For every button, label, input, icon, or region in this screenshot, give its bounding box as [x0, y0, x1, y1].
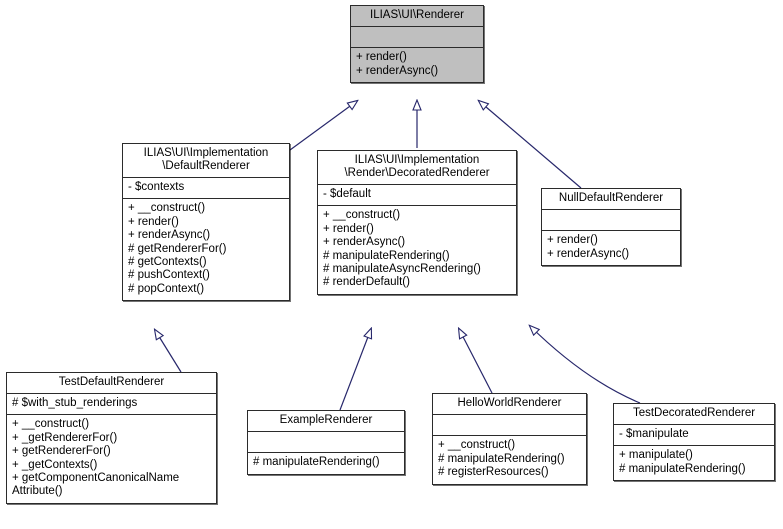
- operation-row: # registerResources(): [438, 466, 549, 479]
- operation-row: # manipulateAsyncRendering(): [323, 263, 481, 276]
- class-title: HelloWorldRenderer: [457, 397, 562, 409]
- operation-row: + render(): [128, 215, 179, 228]
- attribute-row: - $default: [323, 188, 371, 200]
- class-operations: + __construct() + _getRendererFor() + ge…: [7, 415, 216, 502]
- operation-row: # manipulateRendering(): [619, 462, 746, 475]
- operation-row: # renderDefault(): [323, 276, 410, 289]
- class-node-default-renderer[interactable]: ILIAS\UI\Implementation \DefaultRenderer…: [122, 143, 290, 302]
- class-attributes: [542, 210, 680, 230]
- class-title: ExampleRenderer: [279, 414, 373, 426]
- operation-row: + getRendererFor(): [12, 445, 111, 458]
- operation-row: + _getRendererFor(): [12, 431, 118, 444]
- operation-row: # pushContext(): [128, 269, 210, 282]
- class-attributes: [351, 27, 483, 48]
- class-attributes: [433, 415, 586, 435]
- operation-row: + manipulate(): [619, 449, 693, 462]
- class-title: ILIAS\UI\Implementation \DefaultRenderer: [143, 147, 269, 172]
- class-node-test-decorated-renderer[interactable]: TestDecoratedRenderer - $manipulate + ma…: [613, 403, 775, 482]
- operation-row: + renderAsync(): [547, 247, 630, 260]
- class-attributes: # $with_stub_renderings: [7, 394, 216, 414]
- operation-row: + render(): [323, 222, 374, 235]
- class-title: NullDefaultRenderer: [558, 192, 664, 204]
- attribute-row: [253, 435, 399, 448]
- class-attributes: [248, 432, 404, 452]
- operation-row: # popContext(): [128, 282, 205, 295]
- operation-row: # manipulateRendering(): [253, 456, 380, 469]
- class-node-example-renderer[interactable]: ExampleRenderer # manipulateRendering(): [247, 410, 405, 475]
- class-title: ILIAS\UI\Renderer: [370, 9, 464, 21]
- operation-row: # manipulateRendering(): [438, 452, 565, 465]
- operation-row: # manipulateRendering(): [323, 249, 450, 262]
- edge-hello-world-renderer-to-decorated-renderer: [459, 329, 493, 394]
- attribute-row: [547, 213, 675, 226]
- operation-row: + renderAsync(): [323, 236, 406, 249]
- attribute-row: # $with_stub_renderings: [12, 397, 138, 409]
- operation-row: + renderAsync(): [356, 64, 439, 77]
- operation-row: + __construct(): [128, 202, 206, 215]
- class-operations: + __construct() + render() + renderAsync…: [318, 206, 516, 293]
- class-operations: + render() + renderAsync(): [351, 48, 483, 83]
- operation-row: + _getContexts(): [12, 458, 98, 471]
- class-node-null-default-renderer[interactable]: NullDefaultRenderer + render() + renderA…: [541, 188, 681, 267]
- class-title: TestDefaultRenderer: [58, 376, 165, 388]
- operation-row: + getComponentCanonicalName Attribute(): [12, 472, 180, 498]
- class-attributes: - $default: [318, 185, 516, 205]
- class-attributes: - $manipulate: [614, 425, 774, 445]
- class-operations: + manipulate() # manipulateRendering(): [614, 446, 774, 480]
- operation-row: + render(): [356, 51, 407, 64]
- class-node-ilias-ui-renderer[interactable]: ILIAS\UI\Renderer + render() + renderAsy…: [350, 5, 484, 84]
- class-operations: + __construct() + render() + renderAsync…: [123, 199, 289, 300]
- operation-row: + __construct(): [12, 418, 90, 431]
- operation-row: + renderAsync(): [128, 229, 211, 242]
- class-operations: + __construct() # manipulateRendering() …: [433, 436, 586, 483]
- attribute-row: [438, 418, 581, 431]
- class-operations: + render() + renderAsync(): [542, 231, 680, 265]
- class-node-hello-world-renderer[interactable]: HelloWorldRenderer + __construct() # man…: [432, 393, 587, 485]
- operation-row: + __construct(): [323, 209, 401, 222]
- operation-row: + render(): [547, 234, 598, 247]
- operation-row: + __construct(): [438, 439, 516, 452]
- attribute-row: - $manipulate: [619, 428, 689, 440]
- class-attributes: - $contexts: [123, 178, 289, 198]
- edge-default-renderer-to-renderer: [289, 101, 357, 151]
- class-node-decorated-renderer[interactable]: ILIAS\UI\Implementation \Render\Decorate…: [317, 150, 517, 295]
- edge-example-renderer-to-decorated-renderer: [339, 329, 371, 411]
- edge-test-decorated-renderer-to-decorated-renderer: [530, 326, 641, 404]
- operation-row: # getContexts(): [128, 256, 207, 269]
- attribute-row: - $contexts: [128, 181, 185, 193]
- class-title: ILIAS\UI\Implementation \Render\Decorate…: [344, 154, 490, 179]
- edge-test-default-renderer-to-default-renderer: [155, 330, 182, 373]
- operation-row: # getRendererFor(): [128, 242, 227, 255]
- class-title: TestDecoratedRenderer: [632, 407, 756, 419]
- attribute-row: [356, 30, 478, 43]
- class-node-test-default-renderer[interactable]: TestDefaultRenderer # $with_stub_renderi…: [6, 372, 217, 504]
- class-operations: # manipulateRendering(): [248, 453, 404, 473]
